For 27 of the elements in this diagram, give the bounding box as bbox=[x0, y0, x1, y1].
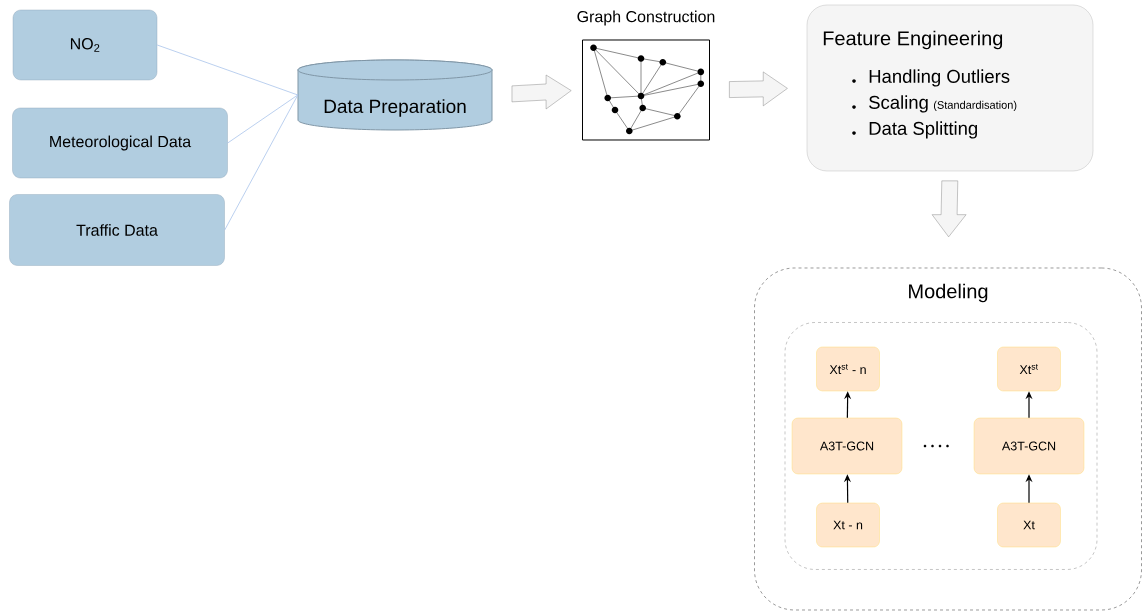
data-source-box: NO$_{2}$ bbox=[12, 9, 158, 81]
connector-line bbox=[227, 94, 299, 144]
block-arrow bbox=[729, 71, 788, 107]
graph-box bbox=[582, 39, 710, 141]
list-item: Scaling bbox=[869, 95, 928, 113]
process-box: A3T-GCN bbox=[973, 417, 1085, 475]
data-source-box: Meteorological Data bbox=[12, 107, 228, 179]
database-cylinder: Data Preparation bbox=[297, 59, 493, 131]
note-text: (Standardisation) bbox=[933, 100, 1017, 112]
block-arrow bbox=[931, 180, 967, 238]
heading: Modeling bbox=[909, 283, 988, 303]
heading: Feature Engineering bbox=[823, 30, 1003, 50]
process-box: Xt$^{st}$ - n bbox=[816, 346, 880, 392]
data-source-box: Traffic Data bbox=[9, 194, 225, 266]
process-box: Xt$^{st}$ bbox=[997, 346, 1061, 392]
block-arrow bbox=[511, 74, 572, 110]
connector-line bbox=[224, 94, 299, 231]
connector-line bbox=[156, 44, 299, 96]
process-box bbox=[806, 4, 1094, 172]
process-box: A3T-GCN bbox=[791, 417, 903, 475]
group-box bbox=[754, 267, 1142, 611]
heading: Graph Construction bbox=[577, 10, 715, 26]
group-box bbox=[784, 322, 1098, 570]
process-box: Xt bbox=[997, 502, 1061, 548]
list-item: Data Splitting bbox=[869, 121, 977, 139]
process-box: Xt - n bbox=[816, 502, 880, 548]
list-item: Handling Outliers bbox=[869, 69, 1010, 87]
